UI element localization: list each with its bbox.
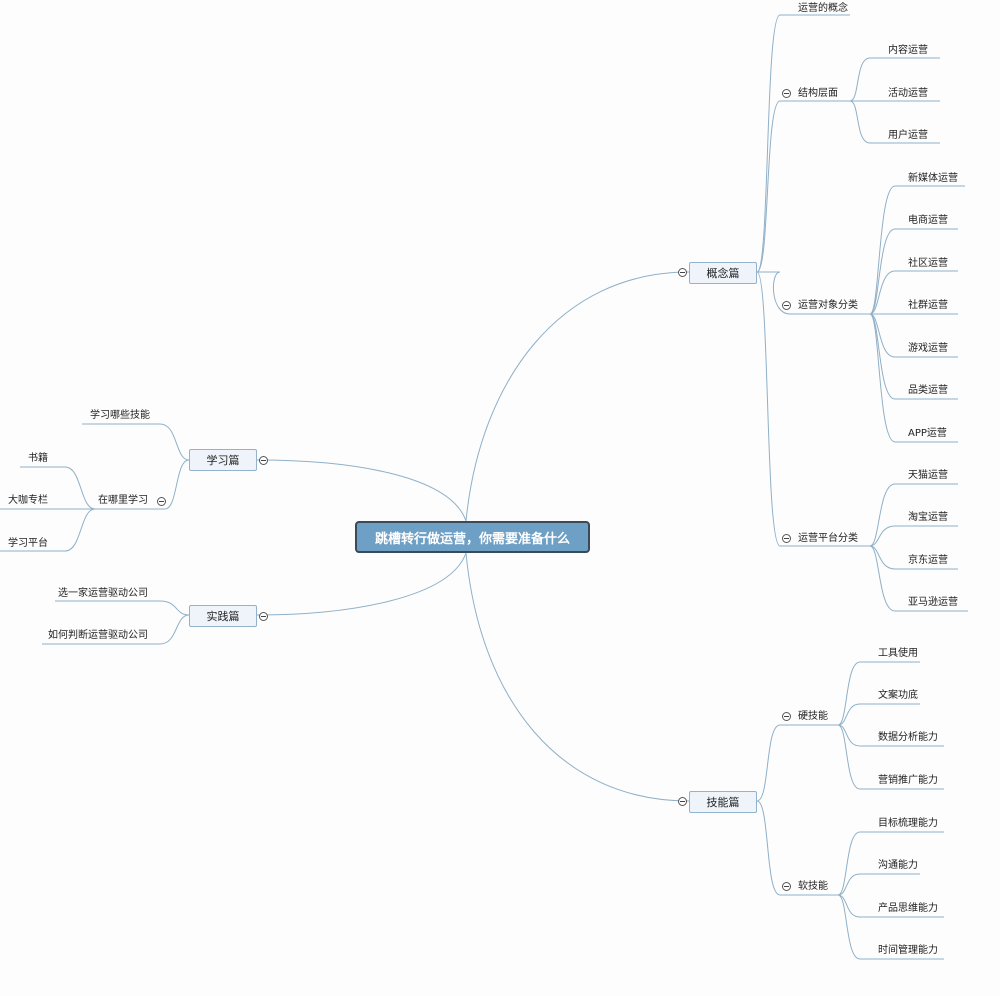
topic-skills[interactable]: 技能篇 (689, 791, 757, 813)
topic-object-item[interactable]: 品类运营 (908, 385, 948, 396)
topic-soft-skills[interactable]: 软技能 (798, 881, 828, 892)
topic-soft-skill-item[interactable]: 产品思维能力 (878, 903, 938, 914)
collapse-soft-skills-icon[interactable] (782, 882, 791, 891)
topic-structure-item[interactable]: 内容运营 (888, 45, 928, 56)
topic-soft-skill-item[interactable]: 目标梳理能力 (878, 818, 938, 829)
topic-practice[interactable]: 实践篇 (189, 605, 257, 627)
topic-platform-item[interactable]: 淘宝运营 (908, 512, 948, 523)
collapse-skills-icon[interactable] (678, 797, 687, 806)
topic-platform-item[interactable]: 亚马逊运营 (908, 597, 958, 608)
topic-object-item[interactable]: 社区运营 (908, 258, 948, 269)
topic-study[interactable]: 学习篇 (189, 449, 257, 471)
topic-hard-skill-item[interactable]: 数据分析能力 (878, 732, 938, 743)
root-topic[interactable]: 跳槽转行做运营，你需要准备什么 (355, 521, 590, 553)
topic-platforms[interactable]: 运营平台分类 (798, 533, 858, 544)
topic-soft-skill-item[interactable]: 时间管理能力 (878, 945, 938, 956)
topic-platform-item[interactable]: 天猫运营 (908, 470, 948, 481)
collapse-hard-skills-icon[interactable] (782, 712, 791, 721)
collapse-study-icon[interactable] (259, 456, 268, 465)
topic-structure-item[interactable]: 活动运营 (888, 88, 928, 99)
collapse-practice-icon[interactable] (259, 612, 268, 621)
topic-platform-item[interactable]: 京东运营 (908, 555, 948, 566)
topic-study-source[interactable]: 书籍 (28, 453, 48, 464)
topic-practice-item[interactable]: 如何判断运营驱动公司 (48, 630, 148, 641)
topic-object-item[interactable]: 电商运营 (908, 215, 948, 226)
topic-practice-item[interactable]: 选一家运营驱动公司 (58, 588, 148, 599)
topic-concept-definition[interactable]: 运营的概念 (798, 3, 848, 14)
topic-object-item[interactable]: 社群运营 (908, 300, 948, 311)
topic-object-item[interactable]: 游戏运营 (908, 343, 948, 354)
topic-structure-item[interactable]: 用户运营 (888, 130, 928, 141)
topic-concept[interactable]: 概念篇 (689, 262, 757, 284)
topic-hard-skills[interactable]: 硬技能 (798, 711, 828, 722)
topic-objects[interactable]: 运营对象分类 (798, 300, 858, 311)
collapse-platforms-icon[interactable] (782, 534, 791, 543)
topic-where-to-study[interactable]: 在哪里学习 (98, 495, 148, 506)
topic-hard-skill-item[interactable]: 工具使用 (878, 648, 918, 659)
topic-study-source[interactable]: 大咖专栏 (8, 495, 48, 506)
topic-soft-skill-item[interactable]: 沟通能力 (878, 860, 918, 871)
topic-study-skills[interactable]: 学习哪些技能 (90, 410, 150, 421)
topic-hard-skill-item[interactable]: 营销推广能力 (878, 775, 938, 786)
topic-hard-skill-item[interactable]: 文案功底 (878, 690, 918, 701)
collapse-objects-icon[interactable] (782, 301, 791, 310)
collapse-where-icon[interactable] (157, 497, 166, 506)
topic-structure[interactable]: 结构层面 (798, 88, 838, 99)
collapse-concept-icon[interactable] (678, 268, 687, 277)
topic-object-item[interactable]: 新媒体运营 (908, 173, 958, 184)
topic-study-source[interactable]: 学习平台 (8, 538, 48, 549)
collapse-structure-icon[interactable] (782, 89, 791, 98)
topic-object-item[interactable]: APP运营 (908, 428, 947, 439)
